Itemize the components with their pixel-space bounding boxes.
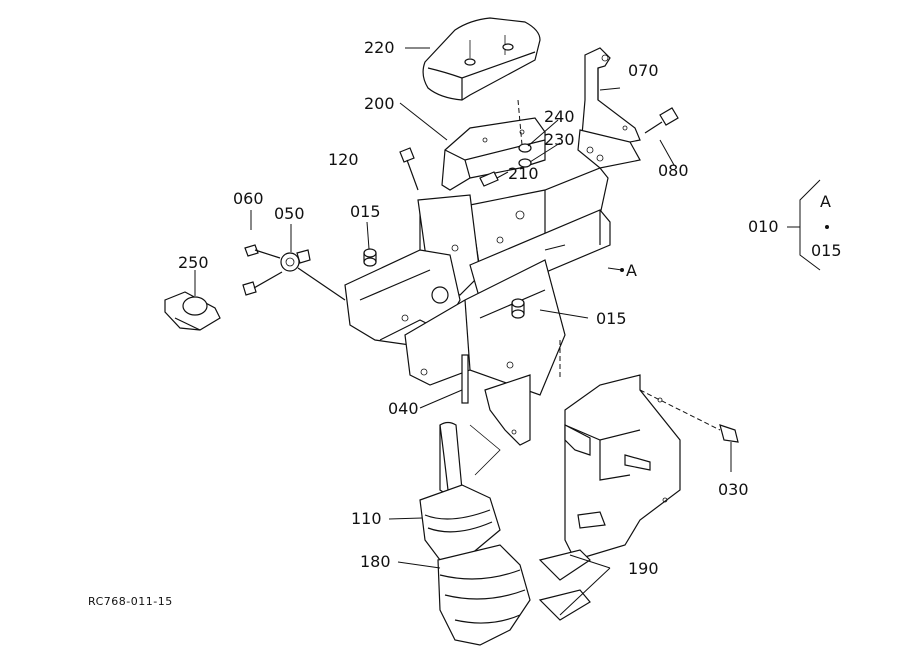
- callout-200: 200: [364, 94, 395, 113]
- legend-item-015: 015: [811, 241, 842, 260]
- legend-group-number: 010: [748, 217, 779, 236]
- callout-210: 210: [508, 164, 539, 183]
- callout-240: 240: [544, 107, 575, 126]
- callout-110: 110: [351, 509, 382, 528]
- callout-190: 190: [628, 559, 659, 578]
- main-frame: [344, 167, 611, 446]
- callout-120: 120: [328, 150, 359, 169]
- part-220-armrest-pad: [422, 17, 541, 101]
- side-base-plate: [564, 374, 739, 561]
- callout-220: 220: [364, 38, 395, 57]
- callout-030: 030: [718, 480, 749, 499]
- callout-050: 050: [274, 204, 305, 223]
- callout-060: 060: [233, 189, 264, 208]
- part-250-cap: [164, 291, 221, 331]
- callout-230: 230: [544, 130, 575, 149]
- callout-040: 040: [388, 399, 419, 418]
- joystick-assembly: [419, 421, 591, 646]
- leader-lines: [194, 47, 829, 616]
- callout-015-lower: 015: [596, 309, 627, 328]
- callout-ref-a: A: [626, 261, 637, 280]
- part-050-060-link: [242, 244, 346, 301]
- drawing-code: RC768-011-15: [88, 595, 173, 608]
- callout-180: 180: [360, 552, 391, 571]
- part-070-bracket: [577, 47, 679, 169]
- callout-080: 080: [658, 161, 689, 180]
- callout-015-upper: 015: [350, 202, 381, 221]
- legend-ref-a: A: [820, 192, 831, 211]
- callout-070: 070: [628, 61, 659, 80]
- callout-250: 250: [178, 253, 209, 272]
